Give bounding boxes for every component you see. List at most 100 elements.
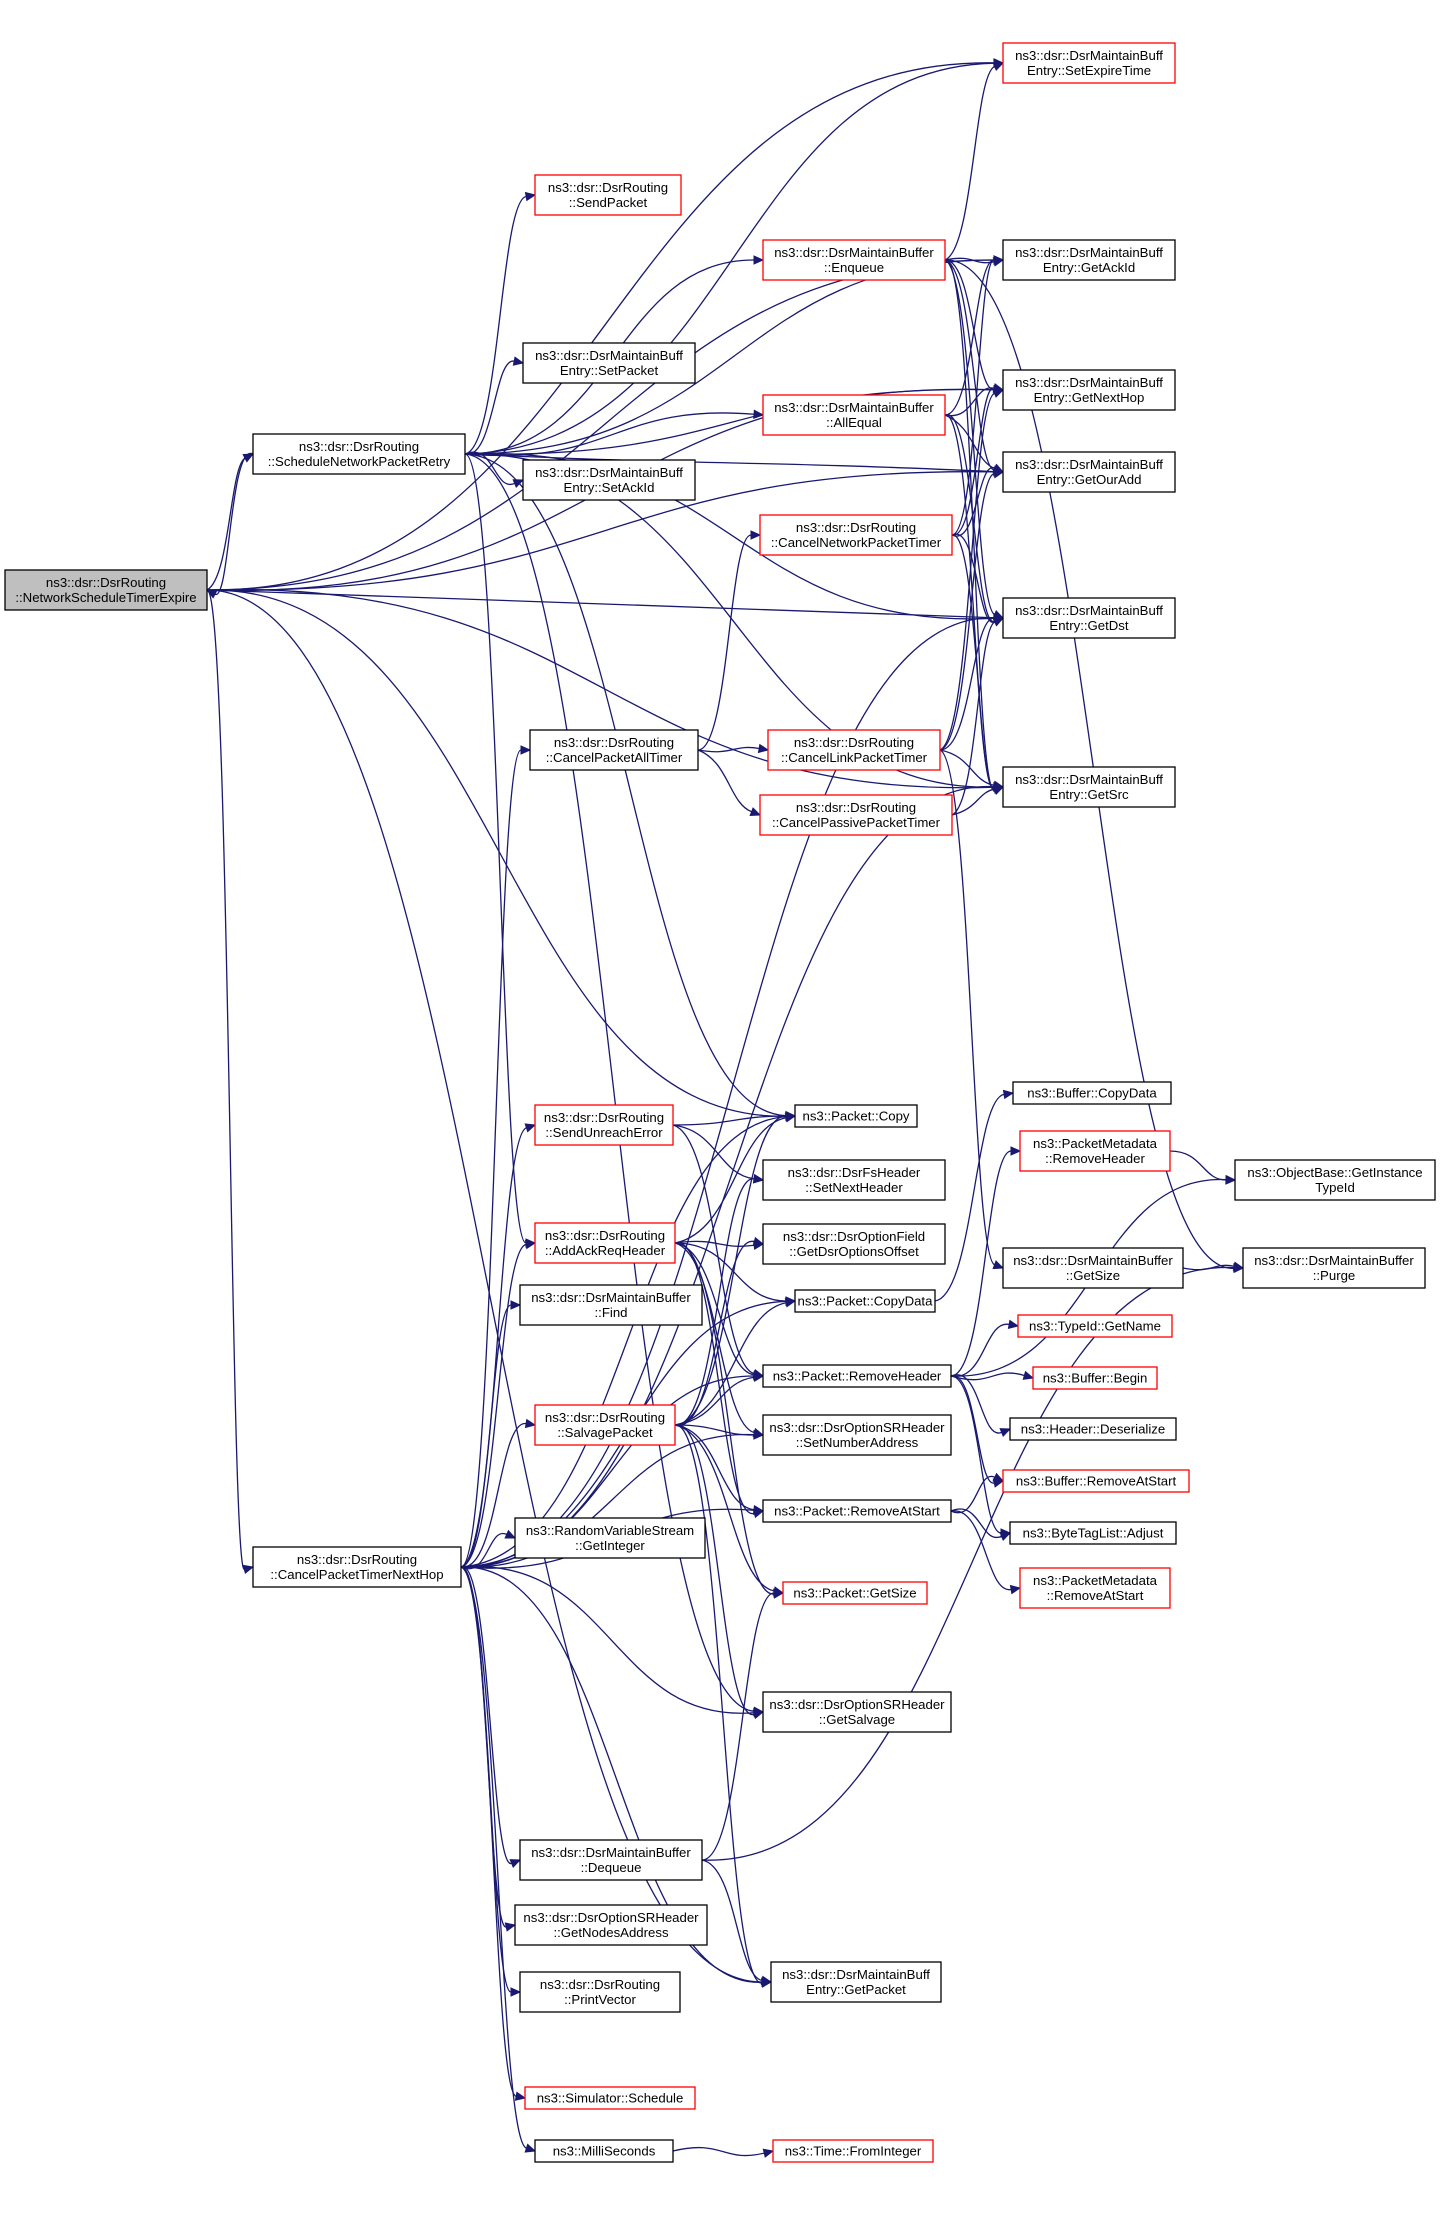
arrowhead [510, 1987, 522, 1997]
function-node[interactable]: ns3::MilliSeconds [534, 2139, 674, 2163]
edge-line [950, 1475, 996, 1514]
node-label-line: ns3::Packet::Copy [802, 1109, 909, 1124]
function-node[interactable]: ns3::Packet::GetSize [782, 1581, 928, 1605]
node-label-line: ns3::dsr::DsrRouting [544, 1110, 664, 1125]
edge-line [697, 746, 760, 753]
function-node[interactable]: ns3::dsr::DsrRouting::CancelPassivePacke… [759, 794, 953, 836]
edge-line [697, 749, 752, 813]
function-node[interactable]: ns3::PacketMetadata::RemoveAtStart [1019, 1567, 1171, 1609]
edge-line [464, 62, 995, 455]
edge-line [460, 1566, 527, 2149]
function-node[interactable]: ns3::Buffer::RemoveAtStart [1002, 1469, 1190, 1493]
call-edge [944, 259, 1005, 475]
call-edge [460, 1300, 522, 1568]
function-node[interactable]: ns3::dsr::DsrRouting::CancelLinkPacketTi… [767, 729, 941, 771]
call-edge [464, 453, 537, 1248]
call-edge [697, 743, 770, 754]
function-node[interactable]: ns3::Simulator::Schedule [524, 2086, 696, 2110]
function-node[interactable]: ns3::dsr::DsrMaintainBuffer::AllEqual [762, 394, 946, 436]
function-node[interactable]: ns3::Buffer::CopyData [1012, 1081, 1172, 1105]
function-node[interactable]: ns3::Buffer::Begin [1032, 1366, 1158, 1390]
node-label-line: Entry::GetPacket [806, 1982, 906, 1997]
edge-line [701, 1859, 763, 1982]
function-node[interactable]: ns3::Packet::CopyData [794, 1289, 936, 1313]
arrowhead [1009, 1584, 1022, 1595]
function-node[interactable]: ns3::dsr::DsrMaintainBuffEntry::GetOurAd… [1002, 451, 1176, 493]
function-node[interactable]: ns3::dsr::DsrRouting::PrintVector [519, 1971, 681, 2013]
arrowhead [750, 530, 762, 540]
call-edge [674, 1424, 765, 1440]
function-node[interactable]: ns3::dsr::DsrFsHeader::SetNextHeader [762, 1159, 946, 1201]
function-node[interactable]: ns3::dsr::DsrRouting::AddAckReqHeader [534, 1222, 676, 1264]
node-box [1012, 1081, 1172, 1105]
function-node[interactable]: ns3::TypeId::GetName [1017, 1314, 1173, 1338]
function-node[interactable]: ns3::Packet::Copy [794, 1104, 918, 1128]
function-node[interactable]: ns3::dsr::DsrRouting::SendPacket [534, 174, 682, 216]
function-node[interactable]: ns3::dsr::DsrRouting::SendUnreachError [534, 1104, 674, 1146]
function-node[interactable]: ns3::dsr::DsrMaintainBuffEntry::GetPacke… [770, 1961, 942, 2003]
function-node[interactable]: ns3::Packet::RemoveAtStart [762, 1499, 952, 1523]
call-edge [1169, 1150, 1237, 1185]
edge-line [214, 453, 254, 595]
function-node[interactable]: ns3::dsr::DsrOptionField::GetDsrOptionsO… [762, 1223, 946, 1265]
node-box [762, 1223, 946, 1265]
node-label-line: ns3::dsr::DsrRouting [796, 520, 916, 535]
function-node[interactable]: ns3::dsr::DsrOptionSRHeader::GetNodesAdd… [514, 1904, 708, 1946]
function-node[interactable]: ns3::PacketMetadata::RemoveHeader [1019, 1130, 1171, 1172]
function-node[interactable]: ns3::dsr::DsrRouting::ScheduleNetworkPac… [252, 433, 466, 475]
node-label-line: ns3::dsr::DsrRouting [796, 800, 916, 815]
arrowhead [760, 1975, 773, 1986]
nodes-layer: ns3::dsr::DsrRouting::NetworkScheduleTim… [4, 42, 1436, 2163]
function-node[interactable]: ns3::dsr::DsrMaintainBuffEntry::SetExpir… [1002, 42, 1176, 84]
function-node[interactable]: ns3::dsr::DsrOptionSRHeader::GetSalvage [762, 1691, 952, 1733]
function-node[interactable]: ns3::Header::Deserialize [1009, 1417, 1177, 1441]
function-node[interactable]: ns3::Packet::RemoveHeader [762, 1364, 952, 1388]
node-label-line: Entry::SetExpireTime [1027, 63, 1151, 78]
function-node[interactable]: ns3::ByteTagList::Adjust [1009, 1521, 1177, 1545]
arrowhead [1007, 1319, 1020, 1330]
function-node[interactable]: ns3::dsr::DsrMaintainBuffer::Find [519, 1284, 703, 1326]
call-edge [460, 1529, 517, 1570]
arrowhead [524, 1123, 537, 1133]
node-label-line: Entry::SetAckId [564, 480, 655, 495]
arrowhead [762, 2148, 775, 2158]
call-edge [934, 1089, 1015, 1302]
function-node[interactable]: ns3::dsr::DsrMaintainBuffer::Dequeue [519, 1839, 703, 1881]
node-label-line: ::ScheduleNetworkPacketRetry [268, 454, 451, 469]
function-node[interactable]: ns3::dsr::DsrMaintainBuffer::GetSize [1002, 1247, 1184, 1289]
node-label-line: ns3::dsr::DsrMaintainBuff [1015, 245, 1163, 260]
function-node[interactable]: ns3::RandomVariableStream::GetInteger [514, 1517, 706, 1559]
edge-line [939, 749, 995, 786]
call-edge [674, 1298, 797, 1426]
node-label-line: ::AddAckReqHeader [545, 1243, 666, 1258]
call-edge [460, 1565, 765, 1718]
node-box [1019, 1130, 1171, 1172]
function-node[interactable]: ns3::dsr::DsrMaintainBuffEntry::SetPacke… [522, 342, 696, 384]
edge-line [944, 387, 995, 417]
function-node[interactable]: ns3::dsr::DsrOptionSRHeader::SetNumberAd… [762, 1414, 952, 1456]
function-node[interactable]: ns3::dsr::DsrMaintainBuffer::Purge [1242, 1247, 1426, 1289]
function-node[interactable]: ns3::Time::FromInteger [772, 2139, 934, 2163]
function-node[interactable]: ns3::dsr::DsrRouting::CancelNetworkPacke… [759, 514, 953, 556]
node-label-line: ns3::dsr::DsrRouting [794, 735, 914, 750]
function-node[interactable]: ns3::dsr::DsrMaintainBuffEntry::GetNextH… [1002, 369, 1176, 411]
edges-layer [205, 58, 1245, 2158]
node-label-line: ns3::dsr::DsrMaintainBuffer [774, 400, 934, 415]
function-node[interactable]: ns3::dsr::DsrRouting::SalvagePacket [534, 1404, 676, 1446]
function-node[interactable]: ns3::dsr::DsrMaintainBuffer::Enqueue [762, 239, 946, 281]
node-label-line: ns3::Packet::RemoveAtStart [774, 1504, 940, 1519]
function-node[interactable]: ns3::dsr::DsrRouting::CancelPacketAllTim… [529, 729, 699, 771]
node-label-line: ::CancelPacketTimerNextHop [270, 1567, 443, 1582]
node-label-line: ::GetInteger [575, 1538, 645, 1553]
edge-line [460, 1566, 507, 1928]
edge-line [464, 451, 515, 486]
root-function-node[interactable]: ns3::dsr::DsrRouting::NetworkScheduleTim… [4, 569, 208, 611]
call-edge [950, 1472, 1005, 1514]
function-node[interactable]: ns3::dsr::DsrRouting::CancelPacketTimerN… [252, 1546, 462, 1588]
node-box [1002, 239, 1176, 281]
